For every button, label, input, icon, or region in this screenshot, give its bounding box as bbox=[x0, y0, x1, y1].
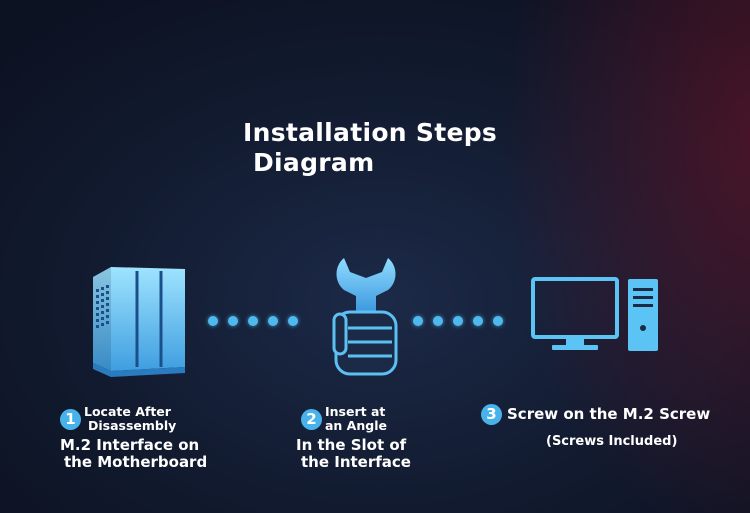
step-1-small-line-2: Disassembly bbox=[88, 418, 177, 433]
connector-dots-1 bbox=[208, 316, 298, 326]
step-2-caption: 2 Insert at an Angle In the Slot of the … bbox=[296, 405, 456, 471]
step-3-big-line-1: Screw on the M.2 Screw bbox=[507, 405, 711, 423]
connector-dot bbox=[433, 316, 443, 326]
title-line-1: Installation Steps bbox=[243, 118, 498, 147]
connector-dot bbox=[493, 316, 503, 326]
desktop-computer-icon bbox=[531, 277, 658, 351]
step-1-number-badge: 1 bbox=[60, 408, 81, 430]
connector-dot bbox=[288, 316, 298, 326]
step-2-small-line-2: an Angle bbox=[325, 418, 387, 433]
step-2-small-line-1: Insert at bbox=[325, 404, 386, 419]
connector-dot bbox=[413, 316, 423, 326]
step-3-small-line-1: (Screws Included) bbox=[546, 434, 678, 449]
step-1-big-line-1: M.2 Interface on bbox=[60, 436, 200, 454]
step-2-big-line-2: the Interface bbox=[301, 453, 411, 471]
connector-dot bbox=[473, 316, 483, 326]
step-1-caption: 1 Locate After Disassembly M.2 Interface… bbox=[60, 405, 230, 471]
connector-dot bbox=[228, 316, 238, 326]
step-1-small-line-1: Locate After bbox=[84, 404, 171, 419]
step-2-number-badge: 2 bbox=[301, 408, 322, 430]
title-line-2: Diagram bbox=[253, 148, 375, 177]
step-1-big-line-2: the Motherboard bbox=[64, 453, 208, 471]
step-3-number-badge: 3 bbox=[481, 404, 502, 425]
connector-dot bbox=[208, 316, 218, 326]
step-3-caption: 3 Screw on the M.2 Screw (Screws Include… bbox=[481, 404, 741, 449]
diagram-title: Installation Steps Diagram bbox=[243, 118, 497, 178]
step-2-big-line-1: In the Slot of bbox=[296, 436, 407, 454]
connector-dot bbox=[453, 316, 463, 326]
connector-dots-2 bbox=[413, 316, 503, 326]
connector-dot bbox=[248, 316, 258, 326]
wrench-fist-icon bbox=[332, 258, 398, 376]
connector-dot bbox=[268, 316, 278, 326]
server-chassis-icon bbox=[93, 267, 185, 377]
